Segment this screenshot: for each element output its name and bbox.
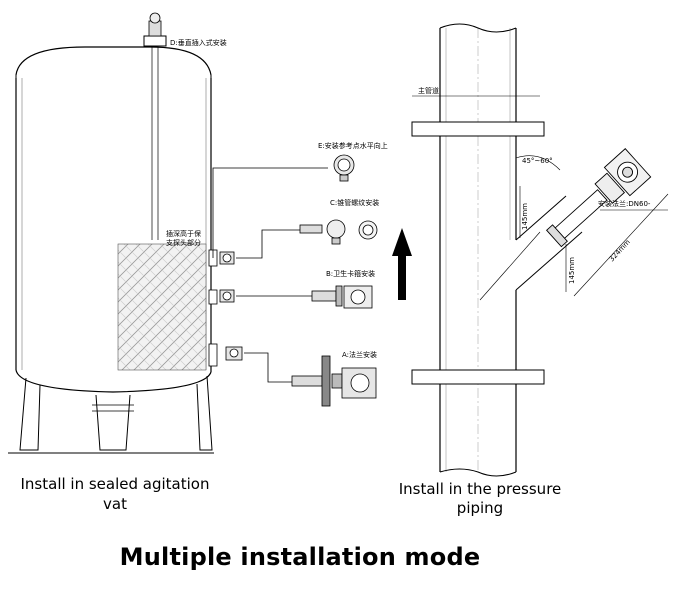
agitation-tank xyxy=(8,46,214,454)
sensor-c xyxy=(299,219,378,245)
dimension-lines xyxy=(519,186,669,297)
flow-direction-arrow xyxy=(392,228,412,300)
label-dim-c: 324mm xyxy=(608,238,632,263)
caption-vat: Install in sealed agitation vat xyxy=(20,475,210,513)
label-vertical-install: D:垂直插入式安装 xyxy=(170,38,227,47)
label-insertion-depth-2: 支探头部分 xyxy=(166,238,201,247)
caption-pipe: Install in the pressure piping xyxy=(398,480,562,517)
label-sanitary-clamp: B:卫生卡箍安装 xyxy=(326,269,375,278)
liquid-level-area xyxy=(117,243,207,371)
tank-nozzles xyxy=(208,249,218,367)
label-dim-b: 145mm xyxy=(568,257,576,284)
sensor-a xyxy=(291,355,377,407)
sensor-b xyxy=(311,285,373,309)
pressure-pipe xyxy=(411,23,583,477)
pipe-transmitter xyxy=(545,148,652,248)
main-title: Multiple installation mode xyxy=(119,543,481,571)
label-horizontal-ref: E:安装参考点水平向上 xyxy=(318,141,388,150)
leader-lines xyxy=(212,167,328,383)
vertical-probe-d xyxy=(143,12,167,240)
tank-transmitters xyxy=(219,251,243,361)
label-dim-a: 145mm xyxy=(521,203,529,230)
label-angle: 45°~60° xyxy=(522,157,553,165)
gauge-e xyxy=(333,154,355,182)
label-pipe-thread: C:锥管螺纹安装 xyxy=(330,198,379,207)
label-main-pipe: 主管道 xyxy=(418,86,439,95)
label-insertion-depth-1: 插深高于保 xyxy=(166,229,201,238)
label-install-flange: 安装法兰:DN60- xyxy=(598,199,651,208)
label-flange: A:法兰安装 xyxy=(342,350,377,359)
